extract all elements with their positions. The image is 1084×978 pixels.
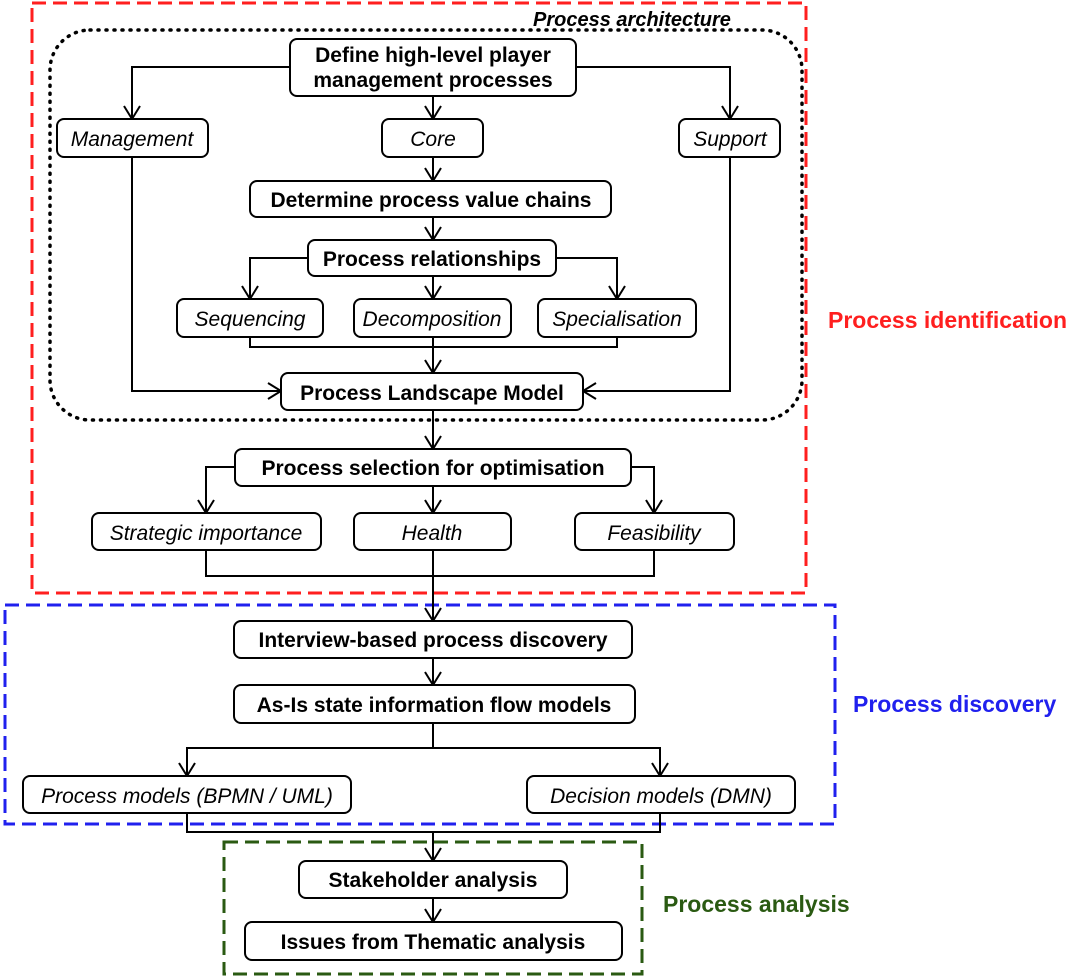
connector-models-merge	[186, 813, 661, 833]
process-architecture-label: Process architecture	[533, 9, 731, 31]
svg-text:Strategic importance: Strategic importance	[110, 522, 303, 545]
node-landscape-model: Process Landscape Model	[280, 372, 584, 411]
node-stakeholder-analysis: Stakeholder analysis	[298, 860, 568, 899]
svg-text:Decomposition: Decomposition	[363, 308, 502, 331]
process-identification-label: Process identification	[828, 307, 1067, 333]
node-management: Management	[56, 118, 209, 158]
node-thematic-issues: Issues from Thematic analysis	[244, 921, 623, 961]
connector-asis-decision	[433, 747, 661, 776]
svg-text:Support: Support	[693, 128, 768, 151]
connector-selection-strategic	[205, 466, 235, 513]
node-process-relationships: Process relationships	[307, 239, 557, 277]
svg-text:Process relationships: Process relationships	[323, 248, 541, 271]
connector-selection-feasibility	[631, 466, 655, 513]
svg-text:Stakeholder analysis: Stakeholder analysis	[329, 869, 538, 892]
connector-relationships-specialisation	[556, 257, 618, 299]
connector-support-landscape	[583, 157, 731, 392]
node-support: Support	[678, 118, 781, 158]
connector-define-management	[131, 66, 290, 119]
connector-asis-models	[186, 723, 434, 776]
svg-text:Interview-based process discov: Interview-based process discovery	[259, 629, 608, 652]
svg-text:Specialisation: Specialisation	[552, 308, 682, 331]
node-strategic-importance: Strategic importance	[91, 512, 322, 551]
connector-relationships-sequencing	[249, 257, 308, 299]
connector-define-support	[576, 66, 731, 119]
svg-text:Determine process value chains: Determine process value chains	[271, 189, 592, 212]
node-asis-models: As-Is state information flow models	[233, 684, 636, 724]
node-specialisation: Specialisation	[537, 298, 697, 338]
node-sequencing: Sequencing	[176, 298, 324, 338]
node-feasibility: Feasibility	[574, 512, 735, 551]
connectors	[131, 66, 731, 922]
svg-text:Process Landscape Model: Process Landscape Model	[300, 382, 564, 405]
node-process-selection: Process selection for optimisation	[234, 448, 632, 487]
process-discovery-label: Process discovery	[853, 691, 1057, 717]
svg-text:Feasibility: Feasibility	[607, 522, 702, 545]
define-line-1: Define high-level player	[315, 44, 551, 67]
svg-text:Health: Health	[402, 522, 463, 545]
svg-text:As-Is state information flow: As-Is state information flow models	[257, 694, 612, 717]
svg-text:Process selection for optimisa: Process selection for optimisation	[261, 457, 604, 480]
node-value-chains: Determine process value chains	[249, 180, 612, 218]
svg-text:Decision models (DMN): Decision models (DMN)	[550, 785, 772, 808]
architecture-label-background	[514, 6, 750, 28]
node-interview-discovery: Interview-based process discovery	[233, 620, 633, 659]
process-analysis-frame	[222, 840, 644, 976]
connector-criteria-merge	[205, 550, 655, 577]
node-process-models: Process models (BPMN / UML)	[22, 775, 352, 814]
svg-text:Management: Management	[71, 128, 195, 151]
define-line-2: management processes	[313, 69, 552, 92]
svg-text:Process models (BPMN / UML): Process models (BPMN / UML)	[41, 785, 333, 808]
node-core: Core	[381, 118, 484, 158]
process-identification-frame	[30, 1, 808, 595]
process-analysis-label: Process analysis	[663, 891, 850, 917]
svg-text:Issues from Thematic analysis: Issues from Thematic analysis	[281, 931, 586, 954]
svg-text:Sequencing: Sequencing	[195, 308, 306, 331]
svg-text:Core: Core	[410, 128, 456, 151]
node-decomposition: Decomposition	[353, 298, 512, 338]
node-decision-models: Decision models (DMN)	[526, 775, 796, 814]
process-architecture-frame	[48, 28, 804, 422]
node-define-processes: Define high-level player management proc…	[289, 38, 577, 97]
connector-management-landscape	[131, 157, 281, 392]
node-health: Health	[353, 512, 512, 551]
